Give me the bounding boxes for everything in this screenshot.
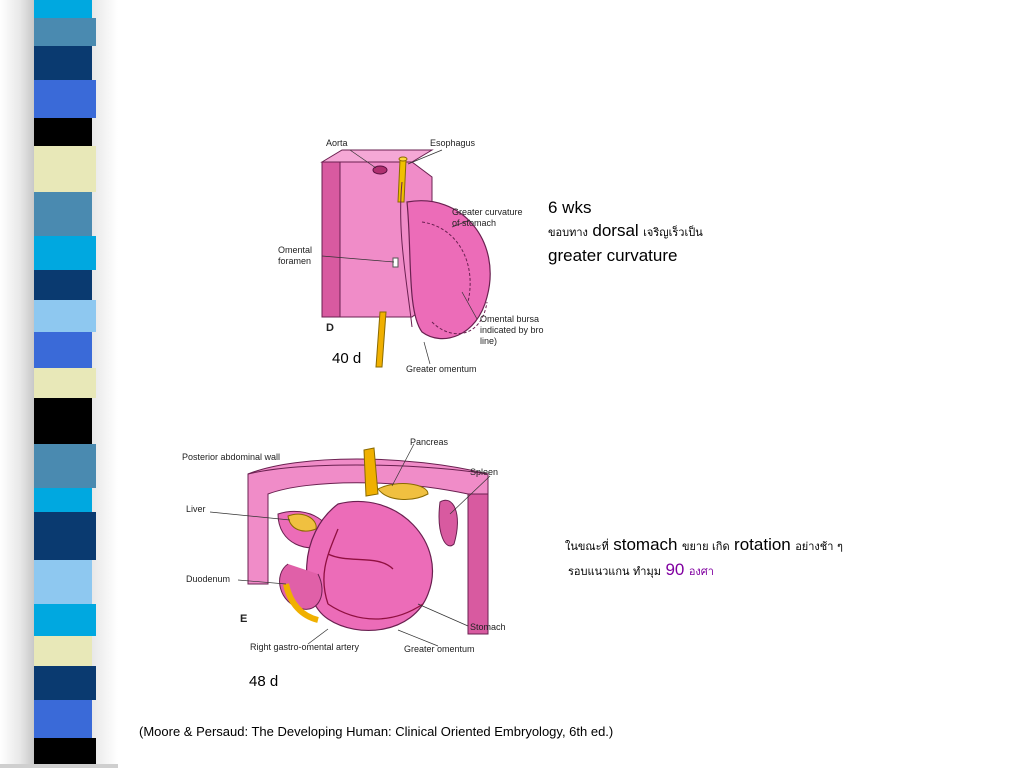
note2-angle-value: 90 bbox=[665, 560, 685, 579]
note1-line3: greater curvature bbox=[548, 246, 678, 265]
label-esophagus: Esophagus bbox=[430, 138, 476, 148]
label-stomach: Stomach bbox=[470, 622, 506, 632]
stripe-segment bbox=[34, 236, 96, 270]
figure-e: Posterior abdominal wall Pancreas Spleen… bbox=[178, 434, 512, 662]
stripe-segment bbox=[34, 488, 92, 512]
left-stripe-column bbox=[34, 0, 98, 768]
stripe-segment bbox=[34, 0, 92, 18]
label-greater-curvature-2: of stomach bbox=[452, 218, 497, 228]
stripe-segment bbox=[34, 700, 92, 738]
stripe-segment bbox=[34, 46, 92, 80]
age-label-48d: 48 d bbox=[249, 673, 279, 690]
figure-d-illustration bbox=[320, 149, 491, 368]
stripe-segment bbox=[34, 118, 92, 146]
label-panel-d: D bbox=[326, 322, 334, 334]
note1-line2-thai-b: เจริญเร็วเป็น bbox=[643, 226, 703, 239]
label-liver: Liver bbox=[186, 504, 206, 514]
note1-line2-thai-a: ขอบทาง bbox=[548, 226, 588, 239]
stripe-segment bbox=[34, 270, 92, 300]
figure-d: Aorta Esophagus Greater curvature of sto… bbox=[272, 132, 548, 377]
label-right-gastro-omental-artery: Right gastro-omental artery bbox=[250, 642, 360, 652]
stripe-segment bbox=[34, 18, 96, 46]
label-omental-bursa-3: line) bbox=[480, 336, 498, 346]
note2-thai-c: ขยาย เกิด bbox=[681, 540, 730, 553]
label-omental-bursa-2: indicated by bro bbox=[480, 325, 544, 335]
stripe-segment bbox=[34, 738, 96, 768]
stripe-segment bbox=[34, 300, 96, 332]
stripe-segment bbox=[34, 560, 92, 604]
note1-line2-en: dorsal bbox=[592, 221, 639, 240]
label-panel-e: E bbox=[240, 613, 248, 625]
note2-line2: รอบแนวแกน ทำมุม 90 องศา bbox=[568, 560, 714, 580]
note1-line2: ขอบทาง dorsal เจริญเร็วเป็น bbox=[548, 221, 703, 241]
stripe-segment bbox=[34, 146, 96, 192]
label-omental-foramen-2: foramen bbox=[278, 256, 312, 266]
stripe-segment bbox=[34, 636, 92, 666]
label-spleen: Spleen bbox=[470, 467, 499, 477]
label-omental-bursa-1: Omental bursa bbox=[480, 314, 540, 324]
stripe-segment bbox=[34, 80, 96, 118]
stripe-segment bbox=[34, 368, 96, 398]
label-greater-omentum-d: Greater omentum bbox=[406, 364, 477, 374]
stripe-segment bbox=[34, 398, 92, 444]
note1-line1: 6 wks bbox=[548, 198, 592, 217]
note2-angle-unit: องศา bbox=[688, 565, 714, 578]
stripe-segment bbox=[34, 512, 96, 560]
note2-thai-e: อย่างช้า ๆ bbox=[795, 540, 843, 553]
note2-thai-a: ในขณะที่ bbox=[565, 540, 609, 553]
note2-line1: ในขณะที่ stomach ขยาย เกิด rotation อย่า… bbox=[565, 535, 843, 555]
stripe-segment bbox=[34, 192, 92, 236]
note2-thai-f: รอบแนวแกน ทำมุม bbox=[568, 565, 661, 578]
figure-e-illustration bbox=[209, 443, 491, 647]
stripe-segment bbox=[34, 332, 92, 368]
label-omental-foramen-1: Omental bbox=[278, 245, 313, 255]
label-greater-curvature-1: Greater curvature bbox=[452, 207, 523, 217]
stripe-segment bbox=[34, 444, 96, 488]
stripe-segment bbox=[34, 666, 96, 700]
note2-rotation: rotation bbox=[734, 535, 791, 554]
label-aorta: Aorta bbox=[326, 138, 348, 148]
label-duodenum: Duodenum bbox=[186, 574, 231, 584]
label-posterior-abdominal-wall: Posterior abdominal wall bbox=[182, 452, 281, 462]
stripe-segment bbox=[34, 604, 96, 636]
label-pancreas: Pancreas bbox=[410, 437, 449, 447]
label-greater-omentum-e: Greater omentum bbox=[404, 644, 475, 654]
note2-stomach: stomach bbox=[613, 535, 678, 554]
citation: (Moore & Persaud: The Developing Human: … bbox=[139, 724, 614, 739]
age-label-40d: 40 d bbox=[332, 350, 362, 367]
bottom-edge-line bbox=[0, 764, 118, 768]
